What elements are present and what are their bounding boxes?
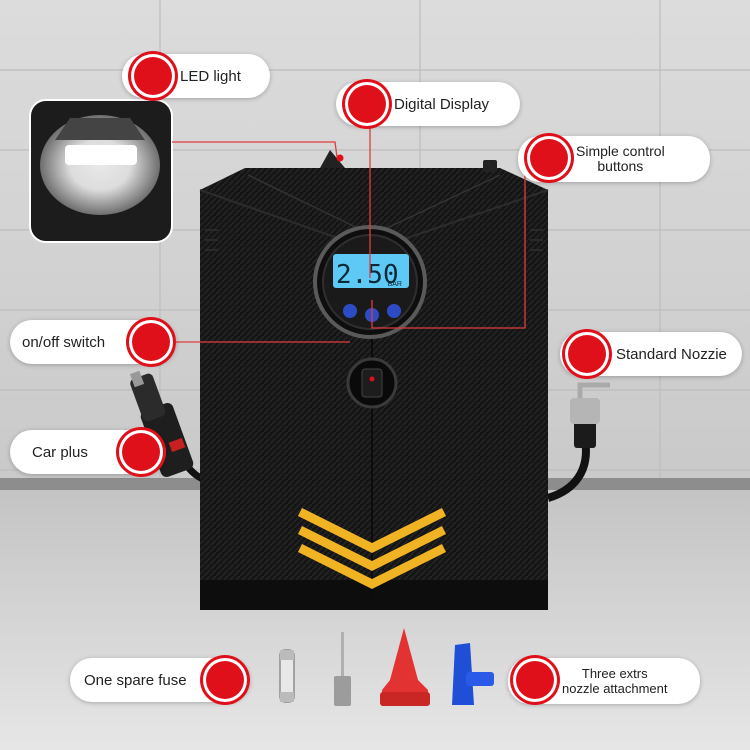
marker-dot — [134, 57, 172, 95]
callout-led-light: LED light — [122, 54, 270, 98]
marker-dot — [132, 323, 170, 361]
callout-spare-fuse: One spare fuse — [70, 658, 250, 702]
car-plug — [129, 370, 207, 484]
marker-dot — [530, 139, 568, 177]
label-spare-fuse: One spare fuse — [84, 671, 187, 689]
callout-digital-display: Digital Display — [336, 82, 520, 126]
callout-onoff-switch: on/off switch — [10, 320, 176, 364]
marker-dot — [122, 433, 160, 471]
label-digital-display: Digital Display — [394, 95, 490, 113]
display-unit: BAR — [388, 281, 402, 288]
leader-lines — [172, 120, 526, 343]
callout-car-plug: Car plus — [10, 430, 166, 474]
display-reading: 2.50 — [336, 260, 399, 290]
marker-dot — [516, 661, 554, 699]
callout-control-buttons: Simple control buttons — [518, 136, 710, 182]
power-switch[interactable] — [346, 357, 398, 409]
label-led-light: LED light — [180, 67, 241, 85]
label-car-plug: Car plus — [32, 443, 88, 461]
digital-display — [313, 225, 427, 339]
standard-nozzle — [546, 382, 610, 502]
marker-dot — [206, 661, 244, 699]
label-onoff-switch: on/off switch — [22, 333, 106, 351]
chevron-stripes — [297, 507, 447, 590]
callout-standard-nozzle: Standard Nozzie — [560, 332, 742, 376]
needle-nozzle — [334, 632, 351, 706]
led-light-inset — [29, 99, 173, 243]
marker-dot — [348, 85, 386, 123]
red-cone-nozzle — [380, 628, 430, 706]
label-standard-nozzle: Standard Nozzie — [616, 345, 727, 363]
marker-dot — [568, 335, 606, 373]
blue-adapter-nozzle — [452, 643, 494, 705]
spare-fuse — [279, 649, 295, 703]
label-nozzle-attachment: Three extrs nozzle attachment — [562, 666, 668, 696]
label-control-buttons: Simple control buttons — [576, 143, 665, 174]
callout-nozzle-attachment: Three extrs nozzle attachment — [508, 658, 700, 704]
